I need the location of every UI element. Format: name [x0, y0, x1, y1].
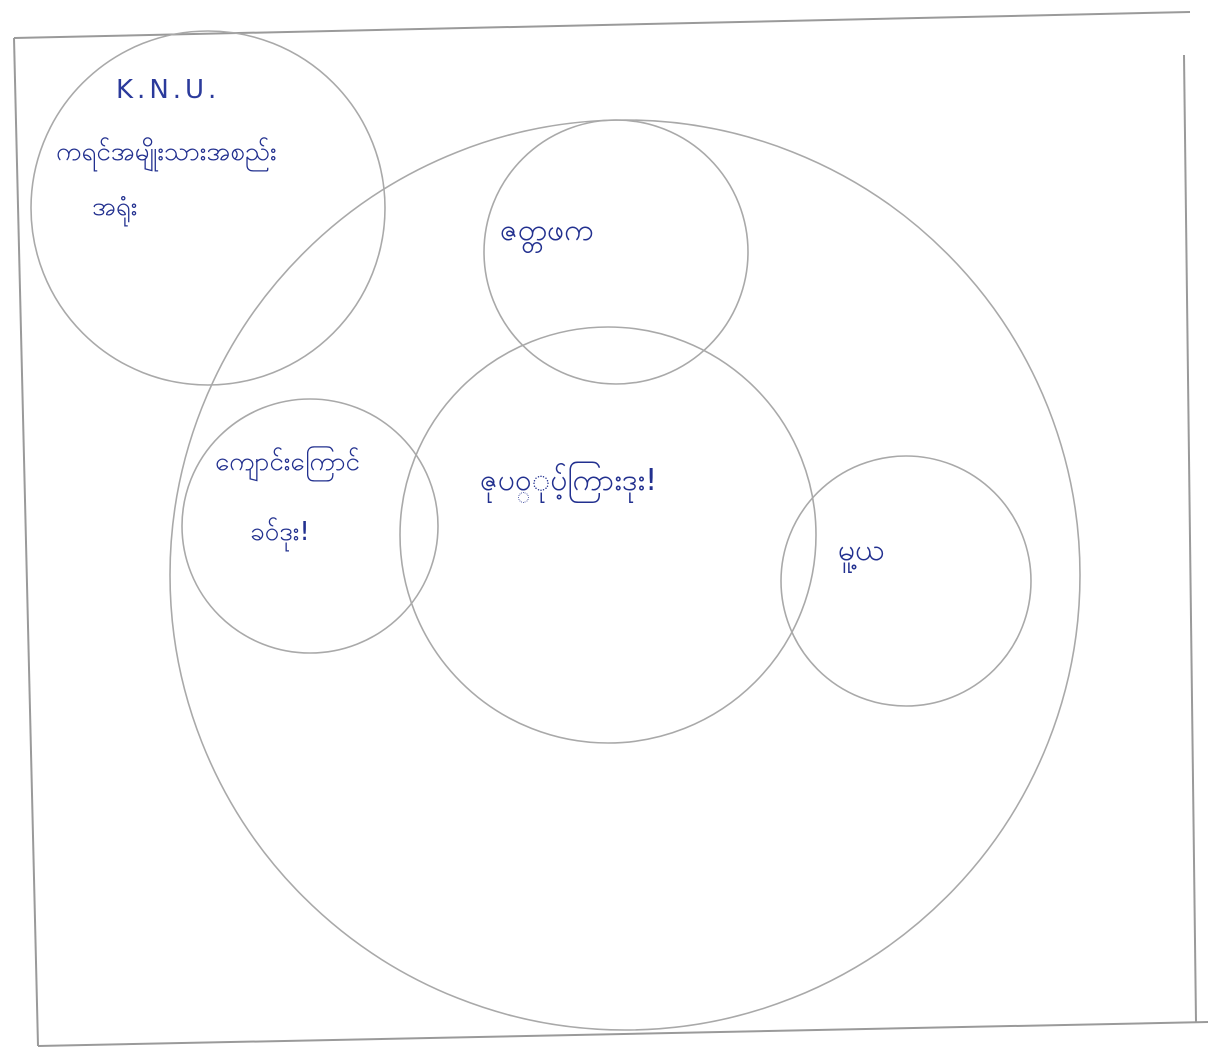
outer-circle [169, 119, 1081, 1031]
frame-bottom-edge [37, 1021, 1209, 1047]
frame-top-edge [13, 11, 1191, 39]
frame [13, 11, 1209, 1047]
knu-circle [30, 30, 386, 386]
right-circle-label: မူ့ယ [838, 533, 884, 574]
knu-circle-label: K.N.U. ကရင်အမျိုးသားအစည်း အရုံး [56, 75, 277, 227]
top-circle [483, 119, 749, 385]
center-circle [399, 326, 817, 744]
left-label-line-2: ခဝ်ဒုး! [250, 516, 310, 552]
frame-left-edge [13, 37, 39, 1047]
knu-label-line-3: အရုံး [92, 192, 137, 227]
left-label-line-1: ကျောင်းကြောင် [215, 444, 360, 482]
left-circle-label: ကျောင်းကြောင် ခဝ်ဒုး! [215, 444, 360, 552]
left-circle [181, 398, 439, 654]
knu-abbreviation: K.N.U. [116, 75, 220, 105]
frame-right-edge [1183, 54, 1197, 1023]
right-circle [780, 455, 1032, 707]
knu-label-line-2: ကရင်အမျိုးသားအစည်း [56, 136, 277, 172]
top-circle-label: ဇတ္တဖက [500, 213, 594, 254]
center-circle-label: ဇုပဝ္ုပ့်ကြားဒုး! [480, 461, 657, 504]
